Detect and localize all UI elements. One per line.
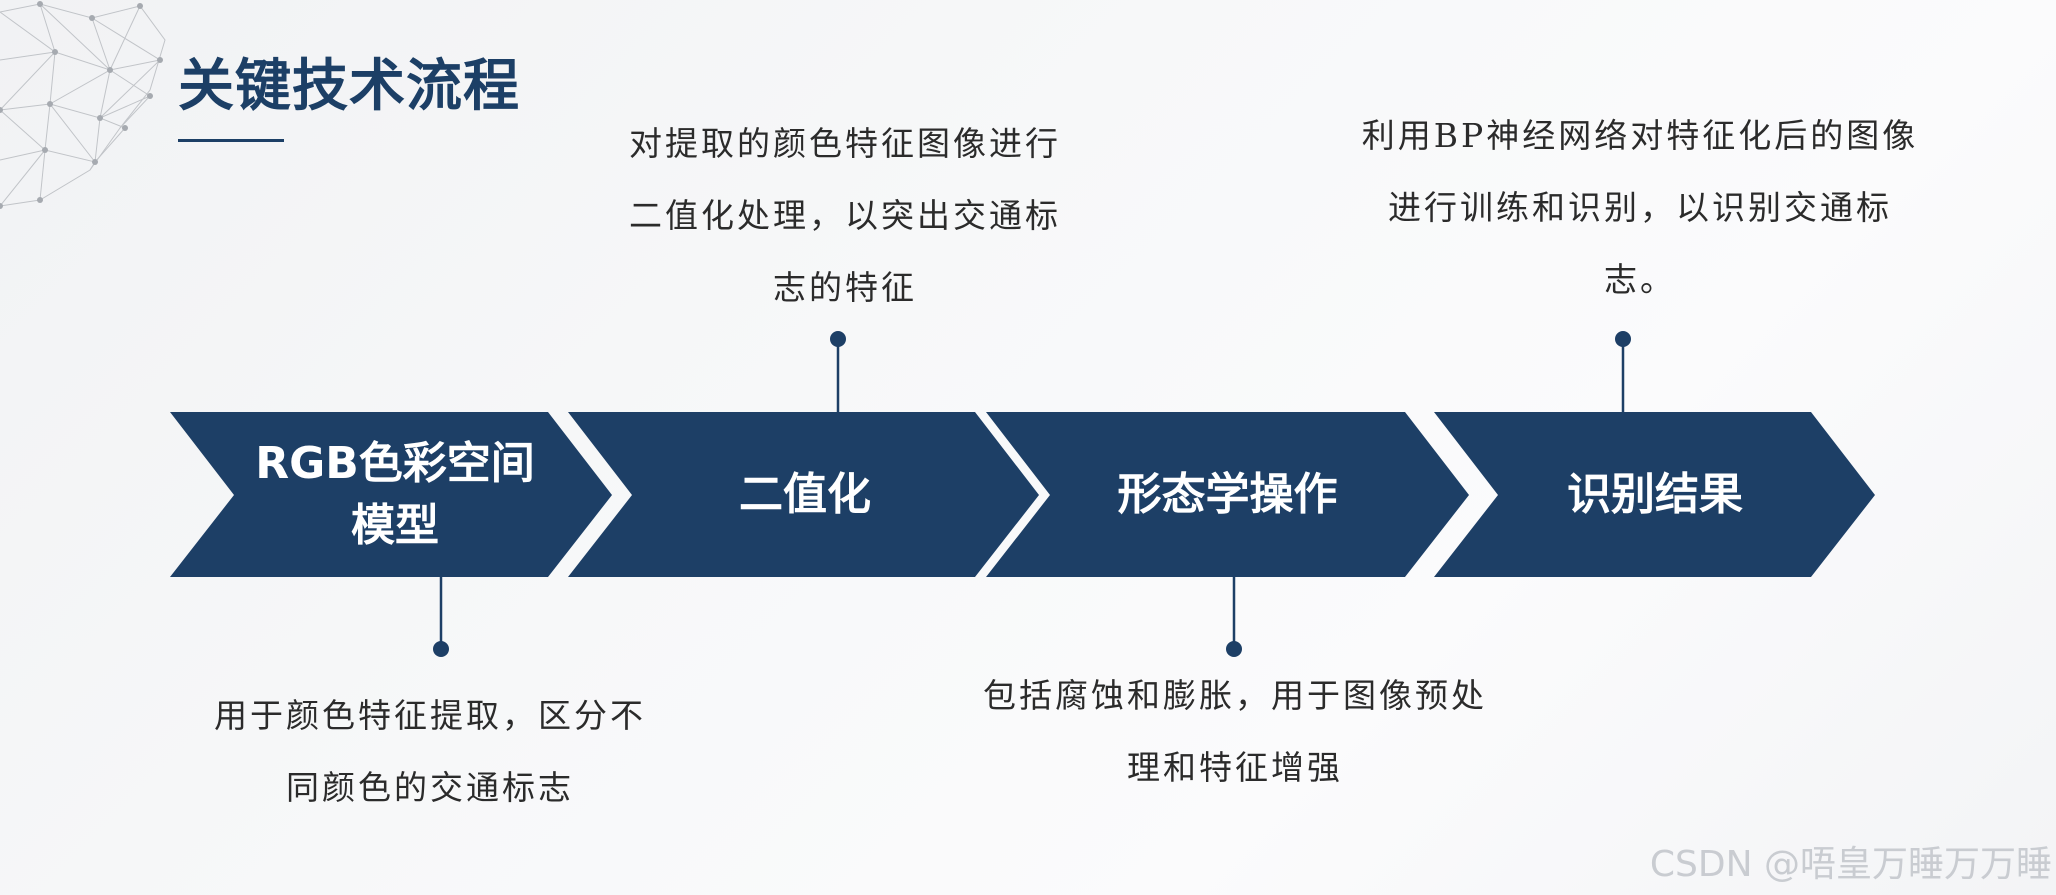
chevron-step-1	[170, 412, 612, 577]
step-2-label: 二值化	[739, 469, 871, 520]
connector-dot-step-4	[1615, 331, 1631, 347]
page-title: 关键技术流程	[178, 54, 520, 119]
watermark: CSDN @唔皇万睡万万睡	[1649, 844, 2052, 885]
connector-dot-step-1	[433, 641, 449, 657]
network-globe-decoration	[0, 1, 166, 209]
chevron-step-4	[1434, 412, 1875, 577]
step-2-description: 对提取的颜色特征图像进行二值化处理，以突出交通标志的特征	[629, 124, 1061, 307]
step-4-description: 利用BP神经网络对特征化后的图像进行训练和识别，以识别交通标志。	[1361, 116, 1919, 299]
step-3-description: 包括腐蚀和膨胀，用于图像预处理和特征增强	[983, 676, 1487, 787]
step-1-description: 用于颜色特征提取，区分不同颜色的交通标志	[214, 696, 646, 807]
connector-dot-step-2	[830, 331, 846, 347]
step-3-label: 形态学操作	[1117, 469, 1338, 520]
connector-dot-step-3	[1226, 641, 1242, 657]
chevron-step-3	[986, 412, 1469, 577]
chevron-step-2	[568, 412, 1039, 577]
step-1-label: RGB色彩空间模型	[255, 438, 535, 551]
title-underline	[178, 139, 284, 142]
step-4-label: 识别结果	[1567, 469, 1743, 520]
